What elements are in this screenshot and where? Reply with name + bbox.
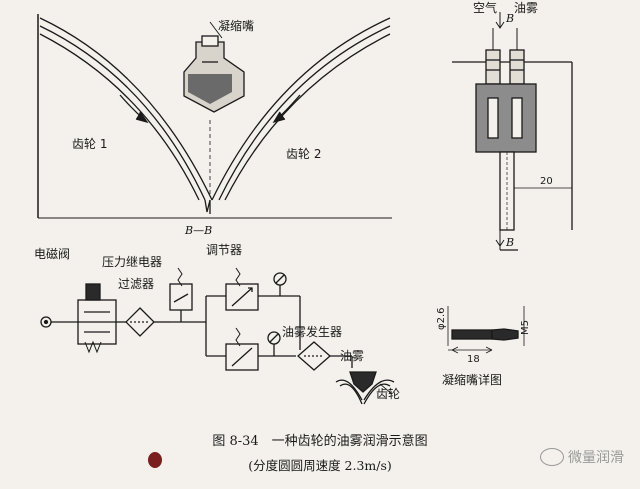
regulator-label: 调节器 — [206, 243, 242, 257]
wechat-icon — [540, 448, 564, 466]
watermark-text: 微量润滑 — [568, 450, 624, 466]
nozzle-detail-title: 凝缩嘴详图 — [442, 372, 502, 387]
nozzle-detail — [447, 306, 525, 354]
nozzle-label: 凝缩嘴 — [218, 18, 254, 33]
gear-2-label: 齿轮 2 — [286, 147, 321, 161]
schematic — [40, 267, 395, 405]
air-label: 空气 — [473, 0, 497, 15]
ink-spot — [148, 452, 162, 468]
section-label: B—B — [184, 224, 212, 237]
filter-label: 过滤器 — [118, 277, 154, 291]
figure-subcaption: (分度圆圆周速度 2.3m/s) — [248, 458, 392, 473]
dimension-phi: φ2.6 — [436, 308, 447, 331]
gear-label: 齿轮 — [376, 387, 400, 401]
dimension-m5: M5 — [520, 320, 531, 335]
pressure-relay-label: 压力继电器 — [102, 255, 162, 269]
figure-caption: 图 8-34 一种齿轮的油雾润滑示意图 — [212, 434, 428, 449]
section-b-top: B — [505, 12, 514, 25]
solenoid-valve-label: 电磁阀 — [34, 246, 70, 261]
watermark: 微量润滑 — [540, 447, 624, 467]
mist-generator-label: 油雾发生器 — [282, 324, 342, 339]
nozzle-cross-section — [452, 12, 573, 251]
gear-1-label: 齿轮 1 — [72, 137, 107, 151]
section-b-bottom: B — [505, 236, 514, 249]
dimension-20: 20 — [540, 176, 553, 187]
gear-mesh-section — [37, 14, 392, 219]
dimension-18: 18 — [467, 354, 480, 365]
oil-mist-label: 油雾 — [340, 349, 364, 363]
oil-mist-top-label: 油雾 — [514, 1, 538, 15]
